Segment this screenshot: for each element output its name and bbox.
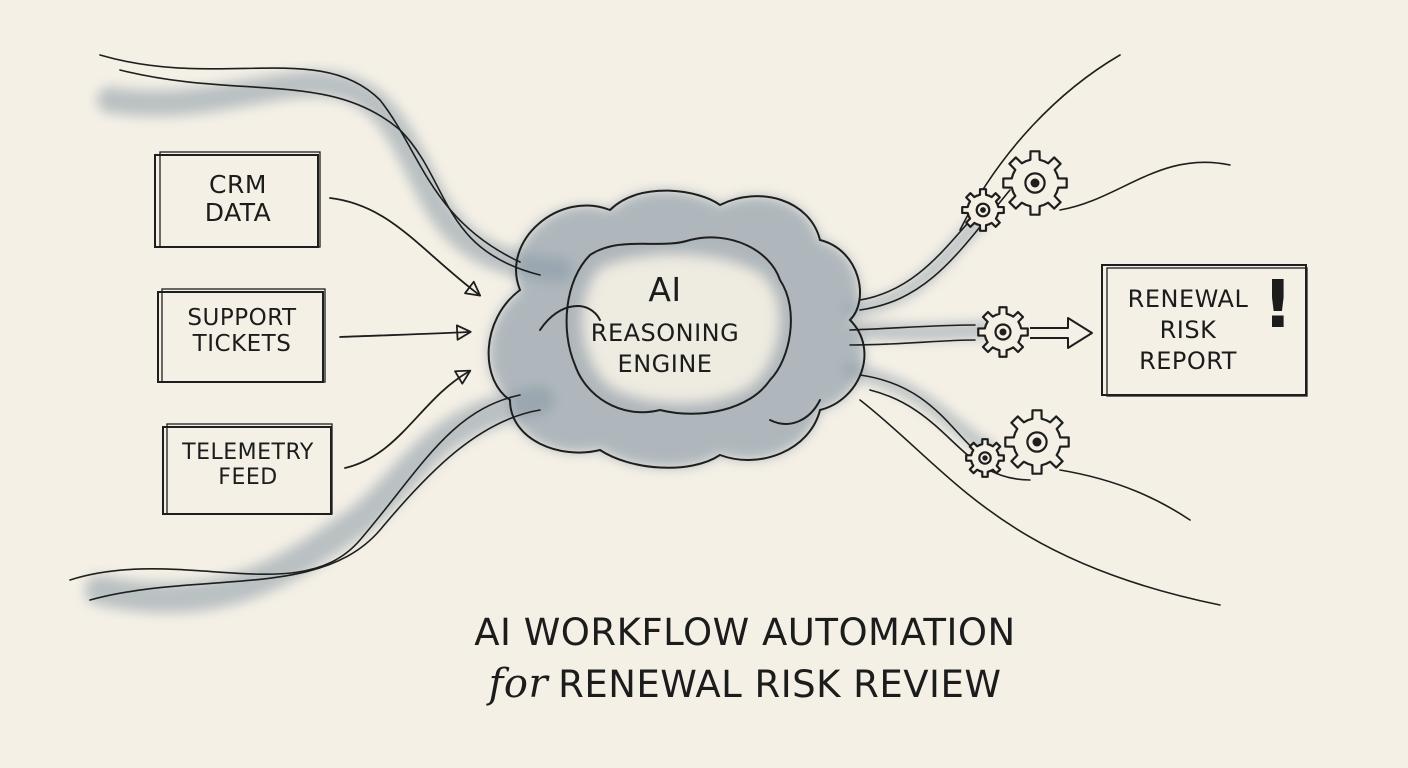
cloud-outline xyxy=(487,189,866,469)
gear-icon xyxy=(1004,409,1070,475)
input-arrows xyxy=(329,197,482,469)
gear-icon xyxy=(965,438,1005,478)
caption-line-1: AI WORKFLOW AUTOMATION xyxy=(474,611,1016,654)
renewal-risk-report-box xyxy=(1101,264,1308,397)
crm-data-box xyxy=(154,151,321,248)
cloud-wash xyxy=(488,190,865,468)
gear-icon xyxy=(1002,150,1068,216)
telemetry-feed-box xyxy=(162,423,333,515)
arrow-crm xyxy=(329,197,482,297)
engine-title: AI xyxy=(648,270,682,309)
ink-streams xyxy=(69,54,1231,606)
support-tickets-box xyxy=(157,288,326,383)
gear-icon xyxy=(961,188,1005,232)
gear-icons xyxy=(961,150,1070,478)
caption-for: for xyxy=(488,661,549,707)
gear-icon xyxy=(977,306,1029,358)
arrow-telemetry xyxy=(344,369,472,469)
output-arrow xyxy=(1030,317,1093,349)
alert-exclamation: ! xyxy=(1262,266,1294,343)
caption-line-2-text: RENEWAL RISK REVIEW xyxy=(558,663,1002,706)
arrow-support xyxy=(339,324,472,341)
